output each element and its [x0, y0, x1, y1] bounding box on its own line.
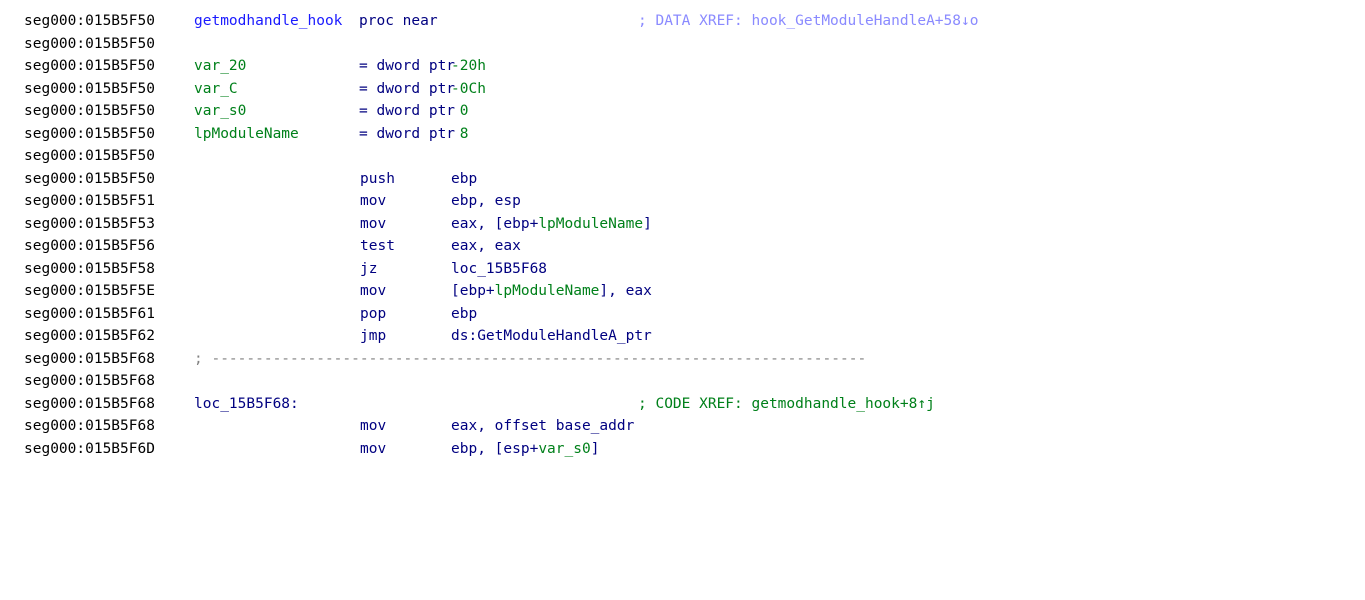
listing-line[interactable]: seg000:015B5F50 var_20 = dword ptr -20h: [24, 55, 486, 78]
address: seg000:015B5F53: [24, 215, 155, 232]
listing-line[interactable]: seg000:015B5F68 ; ----------------------…: [24, 348, 866, 371]
var-offset: 8: [451, 125, 469, 142]
instruction-mnemonic: jmp: [360, 328, 387, 344]
instruction-mnemonic: mov: [360, 418, 387, 434]
instruction-mnemonic: mov: [360, 215, 387, 232]
instruction-operands[interactable]: eax, offset base_addr: [451, 418, 635, 434]
instruction-mnemonic: mov: [360, 440, 387, 457]
instruction-mnemonic: push: [360, 170, 395, 187]
operand-prefix: [ebp+: [451, 283, 495, 299]
listing-line[interactable]: seg000:015B5F6D mov ebp, [esp+var_s0]: [24, 438, 599, 461]
stack-var-name[interactable]: var_20: [194, 58, 247, 74]
var-offset: -20h: [451, 58, 486, 74]
data-xref-comment[interactable]: ; DATA XREF: hook_GetModuleHandleA+58↓o: [638, 13, 979, 29]
operand-prefix: ebp, [esp+: [451, 440, 539, 457]
instruction-operands[interactable]: ebp, esp: [451, 193, 521, 209]
listing-line[interactable]: seg000:015B5F68 mov eax, offset base_add…: [24, 415, 634, 438]
operand-var[interactable]: lpModuleName: [494, 283, 600, 299]
instruction-mnemonic: jz: [360, 260, 378, 277]
listing-line[interactable]: seg000:015B5F62 jmp ds:GetModuleHandleA_…: [24, 325, 652, 348]
instruction-operands[interactable]: eax, [ebp+lpModuleName]: [451, 213, 652, 236]
var-offset: 0: [451, 103, 469, 119]
jump-target-label[interactable]: loc_15B5F68: [451, 260, 548, 277]
operand-var[interactable]: var_s0: [538, 440, 591, 457]
address: seg000:015B5F50: [24, 148, 155, 164]
var-type: = dword ptr: [359, 125, 456, 142]
listing-line[interactable]: seg000:015B5F56 test eax, eax: [24, 235, 521, 258]
address: seg000:015B5F68: [24, 350, 155, 367]
disassembly-listing: seg000:015B5F50 getmodhandle_hook proc n…: [24, 10, 978, 461]
listing-line[interactable]: seg000:015B5F61 pop ebp: [24, 303, 477, 326]
instruction-mnemonic: pop: [360, 305, 387, 322]
listing-line[interactable]: seg000:015B5F68: [24, 370, 155, 393]
address: seg000:015B5F58: [24, 260, 155, 277]
code-label[interactable]: loc_15B5F68:: [194, 395, 299, 412]
listing-line[interactable]: seg000:015B5F50 var_C = dword ptr -0Ch: [24, 78, 486, 101]
address: seg000:015B5F68: [24, 373, 155, 389]
separator-line: ; --------------------------------------…: [194, 350, 867, 367]
address: seg000:015B5F62: [24, 328, 155, 344]
listing-line[interactable]: seg000:015B5F50 var_s0 = dword ptr 0: [24, 100, 468, 123]
var-offset: -0Ch: [451, 80, 486, 97]
operand-suffix: ]: [643, 215, 652, 232]
address: seg000:015B5F50: [24, 103, 155, 119]
address: seg000:015B5F51: [24, 193, 155, 209]
operand-prefix: eax, [ebp+: [451, 215, 539, 232]
code-xref-comment[interactable]: ; CODE XREF: getmodhandle_hook+8↑j: [638, 395, 935, 412]
listing-line[interactable]: seg000:015B5F50: [24, 145, 155, 168]
listing-line[interactable]: seg000:015B5F50: [24, 33, 155, 56]
address: seg000:015B5F5E: [24, 283, 155, 299]
listing-line[interactable]: seg000:015B5F51 mov ebp, esp: [24, 190, 521, 213]
address: seg000:015B5F56: [24, 238, 155, 254]
stack-var-name[interactable]: var_s0: [194, 103, 247, 119]
instruction-mnemonic: mov: [360, 283, 387, 299]
listing-line[interactable]: seg000:015B5F50 lpModuleName = dword ptr…: [24, 123, 468, 146]
address: seg000:015B5F68: [24, 418, 155, 434]
proc-directive: proc near: [359, 13, 438, 29]
listing-line[interactable]: seg000:015B5F50 push ebp: [24, 168, 477, 191]
instruction-operands[interactable]: [ebp+lpModuleName], eax: [451, 280, 652, 303]
address: seg000:015B5F50: [24, 35, 155, 52]
instruction-mnemonic: mov: [360, 193, 387, 209]
instruction-operands[interactable]: ebp: [451, 170, 478, 187]
address: seg000:015B5F50: [24, 170, 155, 187]
address: seg000:015B5F50: [24, 13, 155, 29]
address: seg000:015B5F50: [24, 80, 155, 97]
instruction-mnemonic: test: [360, 238, 395, 254]
var-type: = dword ptr: [359, 58, 456, 74]
address: seg000:015B5F6D: [24, 440, 155, 457]
stack-var-name[interactable]: lpModuleName: [194, 125, 299, 142]
import-pointer-operand[interactable]: ds:GetModuleHandleA_ptr: [451, 328, 652, 344]
instruction-operands[interactable]: ebp, [esp+var_s0]: [451, 438, 599, 461]
operand-suffix: ], eax: [599, 283, 652, 299]
stack-var-name[interactable]: var_C: [194, 80, 238, 97]
listing-line[interactable]: seg000:015B5F5E mov [ebp+lpModuleName], …: [24, 280, 652, 303]
var-type: = dword ptr: [359, 80, 456, 97]
address: seg000:015B5F50: [24, 58, 155, 74]
address: seg000:015B5F50: [24, 125, 155, 142]
instruction-operands[interactable]: ebp: [451, 305, 478, 322]
listing-line[interactable]: seg000:015B5F58 jz loc_15B5F68: [24, 258, 547, 281]
var-type: = dword ptr: [359, 103, 456, 119]
instruction-operands[interactable]: eax, eax: [451, 238, 521, 254]
listing-line[interactable]: seg000:015B5F53 mov eax, [ebp+lpModuleNa…: [24, 213, 652, 236]
function-name[interactable]: getmodhandle_hook: [194, 13, 343, 29]
listing-line[interactable]: seg000:015B5F50 getmodhandle_hook proc n…: [24, 10, 978, 33]
listing-line[interactable]: seg000:015B5F68 loc_15B5F68: ; CODE XREF…: [24, 393, 935, 416]
operand-suffix: ]: [590, 440, 600, 457]
address: seg000:015B5F61: [24, 305, 155, 322]
address: seg000:015B5F68: [24, 395, 155, 412]
operand-var[interactable]: lpModuleName: [538, 215, 644, 232]
